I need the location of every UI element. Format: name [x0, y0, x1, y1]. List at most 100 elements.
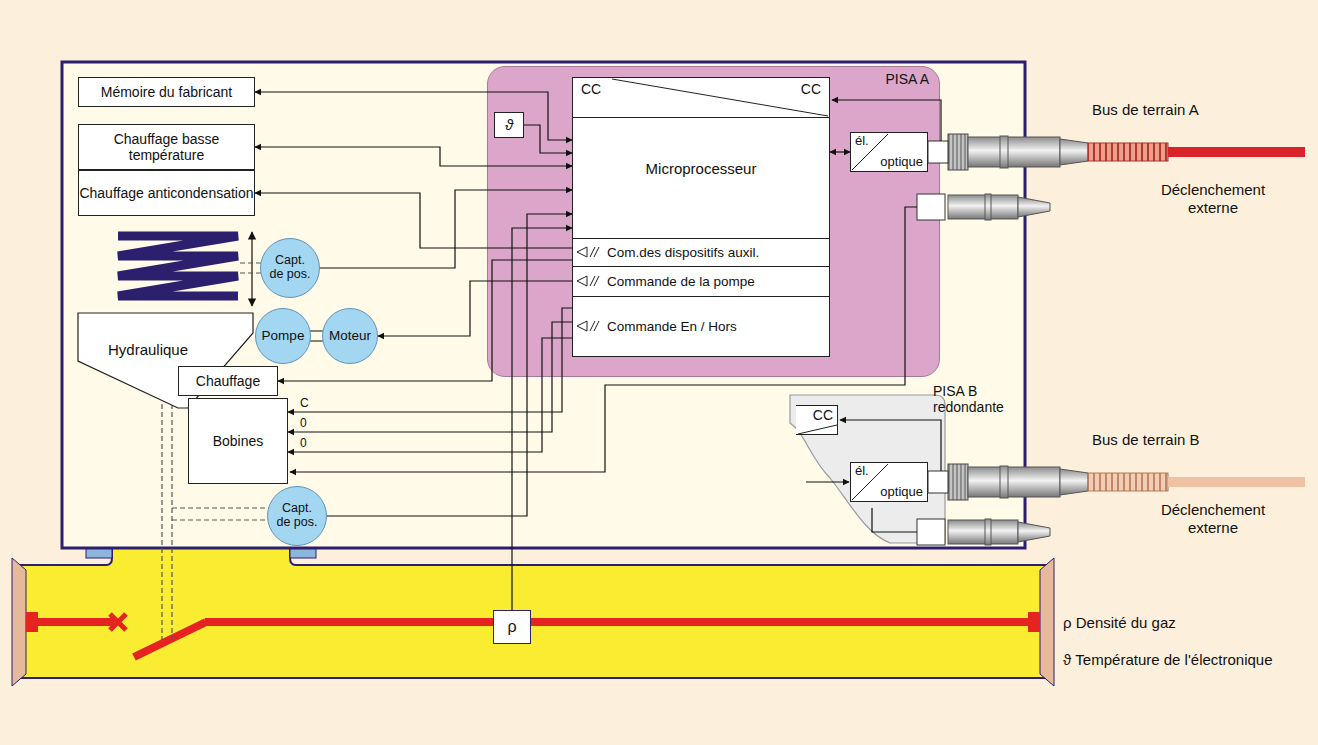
- signal-label: 0: [300, 436, 307, 450]
- node-text: él.: [855, 134, 869, 149]
- driver-symbol: [577, 247, 599, 331]
- trip-plug: [1018, 197, 1050, 217]
- converter-box: CC CC: [573, 78, 829, 118]
- receptacle: [928, 141, 948, 163]
- pipe: [18, 548, 1048, 565]
- conductor: [38, 618, 114, 626]
- node-text: Chauffage anticondensation: [79, 185, 253, 201]
- spring: [118, 232, 252, 306]
- sensor-linkage: [240, 263, 261, 273]
- signal-connector: [255, 193, 573, 248]
- driver-row: Commande de la pompe: [573, 266, 829, 296]
- connector-label-box: Déclenchement externe: [1148, 501, 1278, 537]
- converter-diagonal: [612, 79, 828, 116]
- wire-label-box: 0: [300, 416, 307, 430]
- coil-box: Bobines: [188, 398, 288, 484]
- driver-symbol: [577, 247, 599, 257]
- wire: [290, 207, 917, 472]
- fieldbus-plug: [1088, 473, 1168, 491]
- module-region: PISA A ϑMicroprocesseur CC CC Com.des dispos…: [487, 66, 940, 377]
- node-text: PISA B redondante: [933, 383, 1013, 415]
- legend-text: ϑ Température de l'électronique: [1063, 651, 1273, 668]
- driver-symbol: [577, 276, 599, 286]
- fieldbus-plug: [1088, 143, 1168, 161]
- converter-diagonal: [612, 79, 888, 500]
- signal-connector: [278, 260, 573, 381]
- signal-connector: [288, 338, 573, 452]
- connector-label: Bus de terrain B: [1092, 431, 1200, 448]
- node-text: Pompe: [262, 329, 305, 344]
- signal-connector: [830, 151, 850, 152]
- pipe: [18, 677, 1048, 679]
- pump-shaft: [310, 330, 323, 331]
- fieldbus-plug: [948, 464, 968, 500]
- conductor: [26, 612, 38, 632]
- optical-converter: él.optique: [850, 462, 928, 502]
- legend-text: ρ Densité du gaz: [1063, 614, 1176, 631]
- node-text: CC: [813, 407, 833, 423]
- fieldbus-plug: [1168, 477, 1305, 487]
- position-sensor: Capt. de pos.: [267, 486, 327, 546]
- pipe: [86, 548, 112, 558]
- node-text: él.: [855, 464, 869, 479]
- signal-label: C: [300, 396, 309, 410]
- conductor: [1028, 612, 1040, 632]
- node-text: CC: [801, 81, 821, 97]
- converter-diagonal: [852, 464, 888, 500]
- fieldbus-plug: [1168, 147, 1305, 157]
- driver-row: Com.des dispositifs auxil.: [573, 238, 829, 266]
- pipe: [112, 545, 290, 569]
- conductor: [110, 614, 126, 630]
- connector-label-box: Bus de terrain A: [1092, 101, 1282, 119]
- fieldbus-plug: [1000, 136, 1008, 168]
- fieldbus-plug: [948, 134, 1305, 170]
- receptacle: [917, 194, 945, 220]
- trip-plug: [948, 519, 1050, 545]
- wire: [872, 508, 917, 532]
- breaker-housing: [62, 62, 1025, 548]
- pump-shaft: [310, 340, 323, 341]
- spring: [118, 236, 238, 296]
- node-text: Moteur: [329, 329, 371, 344]
- signal-connector: [327, 214, 572, 516]
- fieldbus-plug: [968, 467, 1060, 497]
- driver-symbol: [577, 321, 599, 331]
- node-text: PISA A: [885, 71, 929, 87]
- pipe: [12, 545, 1054, 686]
- node-text: ρ: [507, 618, 516, 636]
- heater-box: Chauffage anticondensation: [78, 170, 255, 216]
- optical-converter: él.optique: [850, 132, 928, 172]
- node-text: Chauffage: [196, 373, 260, 389]
- signal-connector: [255, 147, 572, 166]
- pump: Pompe: [255, 308, 311, 364]
- trip-plug: [948, 194, 1050, 220]
- module-region-outline: [790, 395, 945, 543]
- heater-box: Chauffage basse température: [78, 124, 255, 170]
- sensor-linkage: [172, 508, 269, 520]
- converter-diagonal: [798, 425, 837, 434]
- wire-label-box: C: [300, 396, 309, 410]
- node-text: Capt. de pos.: [267, 254, 313, 282]
- receptacle: [928, 471, 948, 493]
- sensor-box: ϑ: [494, 112, 524, 138]
- pipe: [1040, 558, 1054, 686]
- node-text: Microprocesseur: [646, 160, 757, 177]
- position-sensor: Capt. de pos.: [260, 238, 320, 298]
- trip-plug: [985, 519, 991, 545]
- node-text: Commande En / Hors: [607, 319, 737, 335]
- signal-connector: [512, 228, 572, 610]
- fieldbus-plug: [948, 464, 1305, 500]
- processor-box: Microprocesseur CC CC Com.des dispositifs a…: [572, 77, 830, 357]
- node-text: Bobines: [213, 433, 264, 449]
- connector-label: Déclenchement externe: [1161, 181, 1265, 216]
- trip-plug: [948, 195, 1018, 219]
- motor: Moteur: [322, 308, 378, 364]
- pipe: [290, 548, 316, 558]
- signal-connector: [255, 92, 572, 140]
- pipe: [12, 558, 26, 686]
- node-text: CC: [581, 81, 601, 97]
- signal-connector: [524, 125, 572, 153]
- wire: [290, 100, 941, 532]
- wire-label-box: 0: [300, 436, 307, 450]
